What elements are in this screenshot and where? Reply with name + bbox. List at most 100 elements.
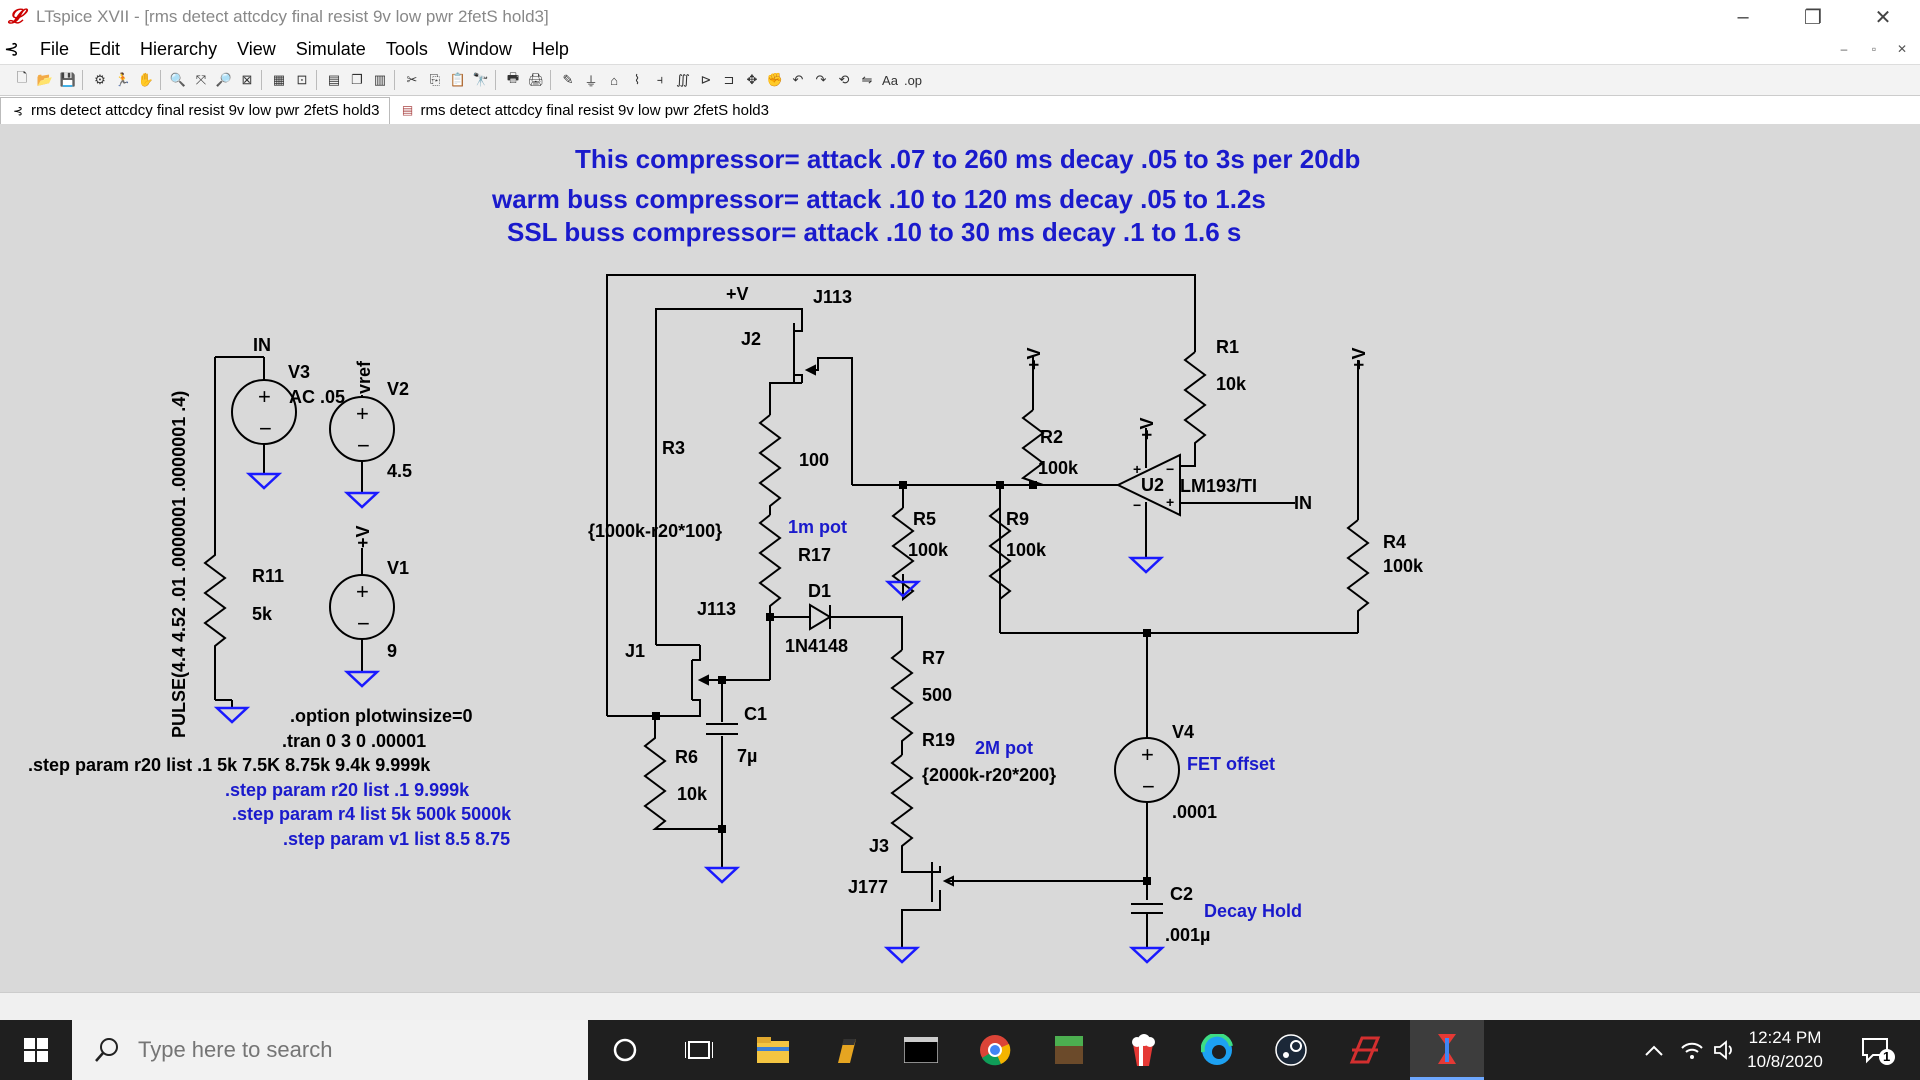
- taskbar-app-paint[interactable]: [810, 1020, 884, 1080]
- autoscale-icon[interactable]: ▦: [272, 72, 286, 87]
- waveform-icon: ▤: [401, 103, 414, 117]
- directive-step-r20-b[interactable]: .step param r20 list .1 9.999k: [225, 780, 470, 800]
- cascade-icon[interactable]: ❐: [351, 72, 363, 87]
- mdi-close-button[interactable]: ✕: [1896, 42, 1908, 56]
- capacitor-icon[interactable]: ⫞: [656, 72, 664, 87]
- r3-value: {1000k-r20*100}: [588, 521, 722, 541]
- rotate-icon[interactable]: ⟲: [838, 72, 850, 87]
- copy-icon[interactable]: ⎘: [429, 72, 441, 87]
- u2-part: LM193/TI: [1180, 476, 1257, 496]
- minimize-button[interactable]: –: [1737, 5, 1749, 28]
- v2-name: V2: [387, 379, 409, 399]
- menu-help[interactable]: Help: [531, 38, 569, 59]
- v1-source-symbol[interactable]: [329, 574, 395, 640]
- volume-icon[interactable]: [1710, 1020, 1740, 1080]
- print-icon[interactable]: 🖨: [527, 72, 545, 87]
- search-input[interactable]: [136, 1036, 560, 1064]
- notification-center-button[interactable]: 1: [1848, 1020, 1908, 1080]
- directive-step-v1[interactable]: .step param v1 list 8.5 8.75: [283, 829, 510, 849]
- menu-simulate[interactable]: Simulate: [295, 38, 366, 59]
- tab-schematic[interactable]: ⊰ rms detect attcdcy final resist 9v low…: [0, 96, 391, 124]
- r1-value: 10k: [1216, 374, 1247, 394]
- doc-icon[interactable]: ⊰: [4, 38, 20, 59]
- wifi-icon[interactable]: [1674, 1020, 1710, 1080]
- directive-tran[interactable]: .tran 0 3 0 .00001: [282, 731, 426, 751]
- taskbar-search[interactable]: [72, 1020, 588, 1080]
- taskbar-app-minecraft[interactable]: [1032, 1020, 1106, 1080]
- open-icon[interactable]: 📂: [36, 72, 54, 87]
- taskbar-app-chrome[interactable]: [958, 1020, 1032, 1080]
- run-icon[interactable]: 🏃: [114, 72, 132, 87]
- mirror-icon[interactable]: ⇋: [861, 72, 873, 87]
- tab-waveform[interactable]: ▤ rms detect attcdcy final resist 9v low…: [390, 97, 778, 123]
- j113-top-label: J113: [813, 287, 852, 307]
- clock-date: 10/8/2020: [1747, 1052, 1823, 1071]
- opamp-minus-pin: −: [1166, 461, 1174, 477]
- control-panel-icon[interactable]: ⚙: [94, 72, 106, 87]
- menu-edit[interactable]: Edit: [89, 38, 121, 59]
- ground-symbol: [705, 858, 739, 884]
- tile-horizontal-icon[interactable]: ▤: [327, 72, 341, 87]
- find-icon[interactable]: 🔭: [472, 72, 490, 87]
- start-button[interactable]: [0, 1020, 72, 1080]
- ground-symbol: [345, 483, 379, 509]
- print-setup-icon[interactable]: 🖶: [506, 70, 520, 85]
- taskbar-app-edge[interactable]: [1180, 1020, 1254, 1080]
- menu-hierarchy[interactable]: Hierarchy: [140, 38, 218, 59]
- taskbar-clock[interactable]: 12:24 PM 10/8/2020: [1730, 1026, 1840, 1074]
- inductor-icon[interactable]: ∭: [676, 72, 690, 87]
- drag-icon[interactable]: ✊: [766, 72, 784, 87]
- restore-button[interactable]: ❐: [1804, 6, 1822, 29]
- cursor-icon[interactable]: ⊡: [296, 72, 308, 87]
- v4-source-symbol[interactable]: [1114, 737, 1180, 803]
- mdi-restore-button[interactable]: ▫: [1871, 42, 1877, 56]
- paste-icon[interactable]: 📋: [449, 72, 467, 87]
- undo-icon[interactable]: ↶: [792, 72, 804, 87]
- menu-window[interactable]: Window: [447, 38, 512, 59]
- taskbar-app-popcorn[interactable]: [1106, 1020, 1180, 1080]
- pan-icon[interactable]: ⤧: [195, 72, 207, 87]
- halt-icon[interactable]: ✋: [137, 72, 155, 87]
- u2-plus-label: +V: [1137, 417, 1157, 440]
- v1-name: V1: [387, 558, 409, 578]
- resistor-icon[interactable]: ⌇: [633, 72, 641, 87]
- taskbar-app-ltspice-alt[interactable]: [1328, 1020, 1402, 1080]
- zoom-in-icon[interactable]: 🔍: [169, 72, 187, 87]
- menu-view[interactable]: View: [237, 38, 276, 59]
- zoom-fit-icon[interactable]: ⊠: [241, 72, 253, 87]
- close-button[interactable]: ✕: [1874, 6, 1892, 29]
- tile-vertical-icon[interactable]: ▥: [373, 72, 387, 87]
- schematic-canvas[interactable]: + − This compressor= attack .07 to 260 m…: [0, 124, 1920, 992]
- r4-name: R4: [1383, 532, 1406, 552]
- net-label-in-right: IN: [1294, 493, 1312, 513]
- ground-icon[interactable]: ⏚: [584, 73, 598, 89]
- redo-icon[interactable]: ↷: [815, 72, 827, 87]
- taskbar-app-steam[interactable]: [1254, 1020, 1328, 1080]
- move-icon[interactable]: ✥: [746, 72, 758, 87]
- cut-icon[interactable]: ✂: [406, 72, 418, 87]
- label-net-icon[interactable]: ⌂: [610, 72, 618, 88]
- save-icon[interactable]: 💾: [59, 72, 77, 87]
- task-view-button[interactable]: [662, 1020, 736, 1080]
- taskbar-app-file-explorer[interactable]: [736, 1020, 810, 1080]
- cortana-button[interactable]: [588, 1020, 662, 1080]
- zoom-out-icon[interactable]: 🔎: [215, 72, 233, 87]
- notification-icon: [1862, 1038, 1895, 1065]
- component-icon[interactable]: ⊐: [723, 72, 735, 87]
- new-schematic-icon[interactable]: 🗋: [16, 70, 28, 85]
- spice-directive-icon[interactable]: .op: [903, 72, 923, 88]
- taskbar-app-ltspice[interactable]: [1410, 1020, 1484, 1080]
- text-icon[interactable]: Aa: [882, 72, 898, 88]
- diode-icon[interactable]: ⊳: [700, 72, 712, 87]
- directive-option[interactable]: .option plotwinsize=0: [290, 706, 473, 726]
- directive-step-r4[interactable]: .step param r4 list 5k 500k 5000k: [232, 804, 512, 824]
- plusv-label: +V: [726, 284, 749, 304]
- v3-source-symbol[interactable]: [231, 379, 297, 445]
- mdi-minimize-button[interactable]: –: [1840, 42, 1848, 56]
- taskbar-app-terminal[interactable]: [884, 1020, 958, 1080]
- menu-file[interactable]: File: [40, 38, 70, 59]
- tray-overflow-icon[interactable]: [1634, 1020, 1674, 1080]
- menu-tools[interactable]: Tools: [385, 38, 428, 59]
- wire-icon[interactable]: ✎: [562, 72, 574, 87]
- directive-step-r20-a[interactable]: .step param r20 list .1 5k 7.5K 8.75k 9.…: [28, 755, 431, 775]
